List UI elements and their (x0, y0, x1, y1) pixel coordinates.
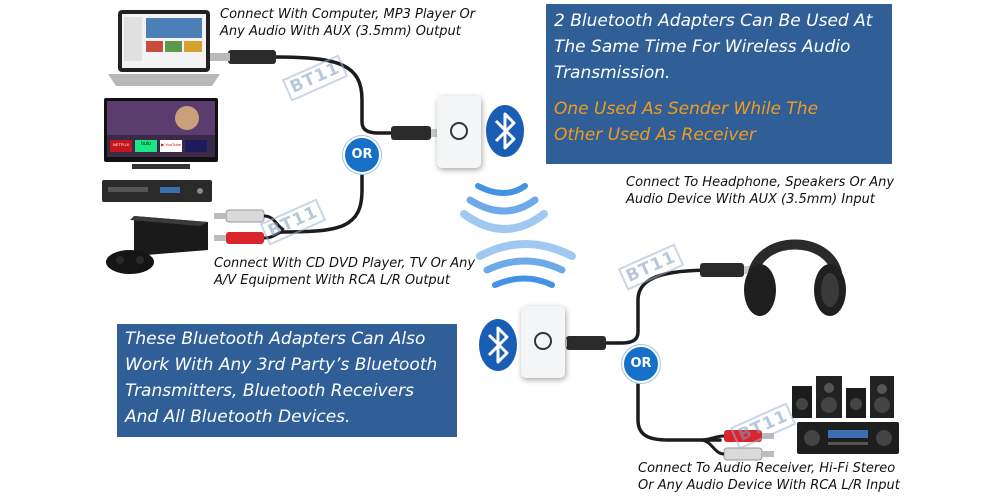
caption-computer-input: Connect With Computer, MP3 Player Or Any… (220, 6, 475, 40)
panel-line: The Same Time For Wireless Audio (554, 37, 851, 57)
caption-line: Connect With CD DVD Player, TV Or Any (214, 256, 476, 271)
caption-line: Any Audio With AUX (3.5mm) Output (220, 24, 461, 39)
laptop-device (108, 8, 220, 90)
bluetooth-icon (485, 104, 525, 158)
dvd-player-device (100, 178, 220, 258)
panel-line: Transmitters, Bluetooth Receivers (125, 381, 414, 401)
caption-line: Connect To Headphone, Speakers Or Any (626, 175, 895, 190)
caption-line: A/V Equipment With RCA L/R Output (214, 273, 451, 288)
panel-line: These Bluetooth Adapters Can Also (125, 329, 426, 349)
caption-line: Connect With Computer, MP3 Player Or (220, 7, 476, 22)
caption-line: Or Any Audio Device With RCA L/R Input (638, 478, 900, 493)
or-badge-right: OR (622, 345, 660, 383)
panel-line: 2 Bluetooth Adapters Can Be Used At (554, 11, 873, 31)
caption-receiver-output: Connect To Audio Receiver, Hi-Fi Stereo … (638, 460, 900, 494)
tv-device: NETFLIX hulu ▶ YouTube (102, 96, 220, 172)
info-panel-top: 2 Bluetooth Adapters Can Be Used At The … (546, 4, 892, 164)
or-badge-left: OR (343, 136, 381, 174)
info-panel-bottom: These Bluetooth Adapters Can Also Work W… (117, 324, 457, 437)
bluetooth-adapter-receiver (521, 306, 565, 378)
caption-line: Audio Device With AUX (3.5mm) Input (626, 192, 875, 207)
rca-plugs-left (214, 209, 285, 244)
adapter-button (450, 122, 468, 140)
speaker-system-device (790, 372, 895, 418)
wireless-waves-bottom (476, 240, 576, 288)
tv-app-netflix: NETFLIX (112, 142, 130, 147)
panel-highlight-line: One Used As Sender While The (554, 99, 819, 119)
wireless-waves-top (460, 183, 548, 233)
bluetooth-adapter-sender (437, 96, 481, 168)
aux-cable-headphone (600, 268, 742, 345)
tv-app-hulu: hulu (141, 141, 151, 147)
bluetooth-icon (478, 318, 518, 372)
adapter-button (534, 332, 552, 350)
headphones-device (740, 212, 850, 320)
caption-dvd-input: Connect With CD DVD Player, TV Or Any A/… (214, 255, 475, 289)
panel-highlight-line: Other Used As Receiver (554, 125, 756, 145)
panel-line: Transmission. (554, 63, 671, 83)
tv-app-youtube: ▶ YouTube (161, 142, 181, 147)
caption-line: Connect To Audio Receiver, Hi-Fi Stereo (638, 461, 896, 476)
caption-headphone-output: Connect To Headphone, Speakers Or Any Au… (626, 174, 894, 208)
aux-cable-computer (273, 55, 394, 135)
rca-cable-receiver (636, 350, 722, 442)
panel-line: Work With Any 3rd Party’s Bluetooth (125, 355, 438, 375)
rca-cable-dvd (280, 148, 364, 234)
av-receiver-device (796, 420, 900, 458)
rca-plugs-right (699, 430, 774, 461)
game-console-device (104, 210, 212, 280)
panel-line: And All Bluetooth Devices. (125, 407, 351, 427)
